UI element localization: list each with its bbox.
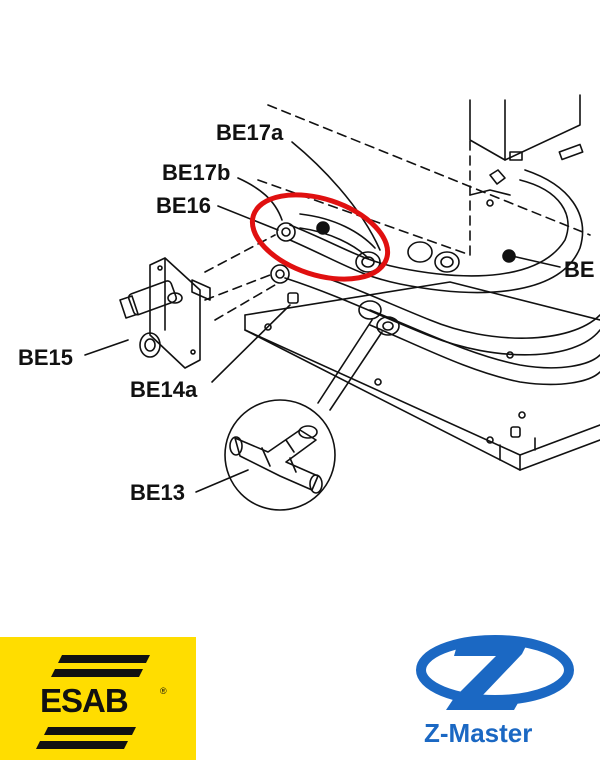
callout-be16: BE16	[156, 193, 212, 218]
zmaster-wordmark: Z-Master	[424, 718, 533, 748]
zmaster-logo-mark	[416, 635, 574, 710]
callout-be17b: BE17b	[162, 160, 231, 185]
callout-be15: BE15	[18, 345, 74, 370]
callout-be: BE	[564, 257, 595, 282]
highlight-circle	[249, 192, 391, 282]
hose-assembly-diagram	[84, 94, 600, 511]
esab-wordmark: ESAB	[40, 682, 129, 719]
callout-be14a: BE14a	[130, 377, 198, 402]
esab-logo-bars	[36, 655, 150, 749]
callout-be17a: BE17a	[216, 120, 284, 145]
esab-registered-mark: ®	[160, 686, 167, 696]
callout-be13: BE13	[130, 480, 186, 505]
esab-logo	[0, 637, 196, 760]
